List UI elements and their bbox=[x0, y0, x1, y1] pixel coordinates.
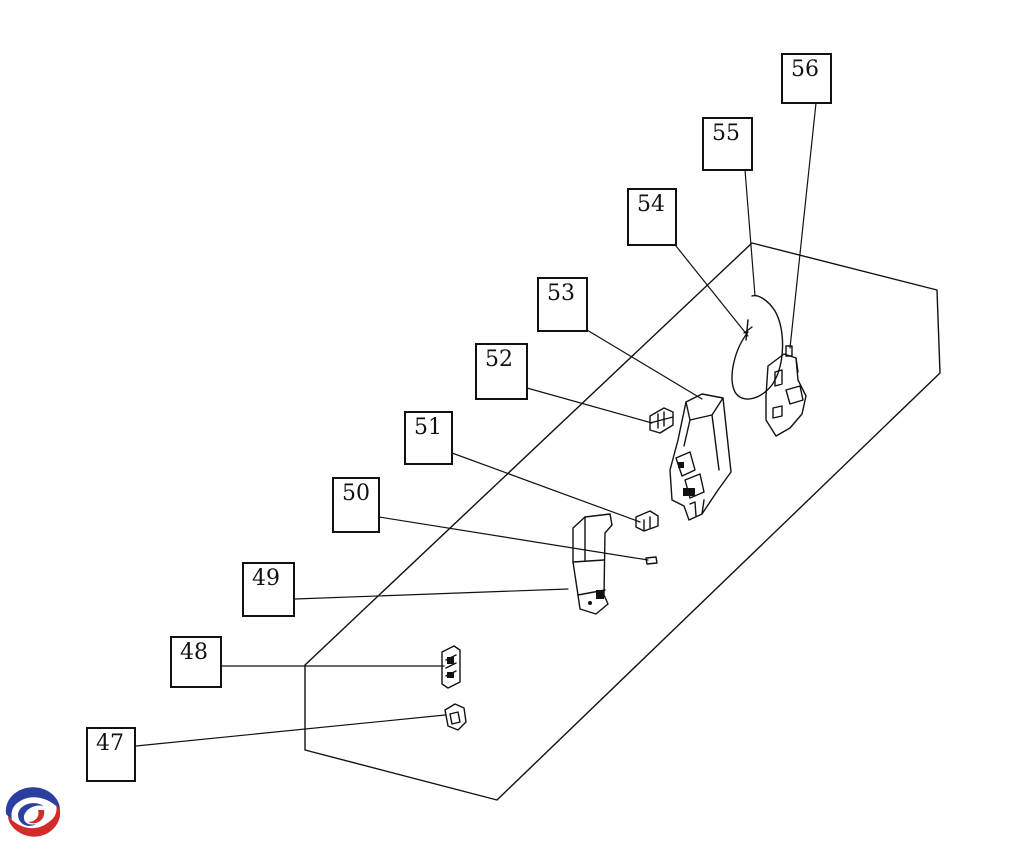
leader-56 bbox=[789, 102, 817, 349]
callout-label: 49 bbox=[252, 566, 280, 591]
leader-47 bbox=[135, 714, 446, 747]
part-53-housing bbox=[669, 393, 732, 521]
leader-51 bbox=[451, 452, 641, 523]
callout-54: 54 bbox=[627, 188, 677, 246]
leader-lines bbox=[135, 102, 817, 747]
callout-label: 55 bbox=[712, 121, 740, 146]
callout-52: 52 bbox=[475, 343, 528, 400]
callout-48: 48 bbox=[170, 636, 222, 688]
callout-51: 51 bbox=[404, 411, 453, 465]
callout-label: 47 bbox=[96, 731, 124, 756]
callout-47: 47 bbox=[86, 727, 136, 782]
brand-swirl-logo-icon bbox=[5, 787, 61, 837]
callout-55: 55 bbox=[702, 117, 753, 171]
leader-54 bbox=[675, 245, 749, 337]
callout-56: 56 bbox=[781, 53, 832, 104]
callout-label: 51 bbox=[414, 415, 442, 440]
part-52-terminal bbox=[649, 407, 674, 434]
callout-label: 53 bbox=[547, 281, 575, 306]
part-55-tube bbox=[731, 294, 784, 400]
part-47-clip bbox=[444, 703, 467, 731]
callout-label: 56 bbox=[791, 57, 819, 82]
leader-49 bbox=[294, 588, 569, 600]
leader-50 bbox=[378, 516, 649, 561]
callout-53: 53 bbox=[537, 277, 588, 332]
callout-label: 52 bbox=[485, 347, 513, 372]
base-tray-outline bbox=[304, 242, 941, 801]
part-56-plate bbox=[765, 345, 807, 437]
leader-52 bbox=[526, 387, 653, 424]
part-49-bracket bbox=[572, 513, 613, 615]
callout-49: 49 bbox=[242, 562, 295, 617]
callout-50: 50 bbox=[332, 477, 380, 533]
part-51-connector bbox=[635, 510, 659, 532]
callout-label: 48 bbox=[180, 640, 208, 665]
part-50-pin bbox=[645, 556, 658, 565]
callout-label: 50 bbox=[342, 481, 370, 506]
callout-label: 54 bbox=[637, 192, 665, 217]
leader-53 bbox=[586, 329, 703, 400]
part-48-switch bbox=[441, 645, 461, 689]
leader-55 bbox=[744, 169, 756, 297]
